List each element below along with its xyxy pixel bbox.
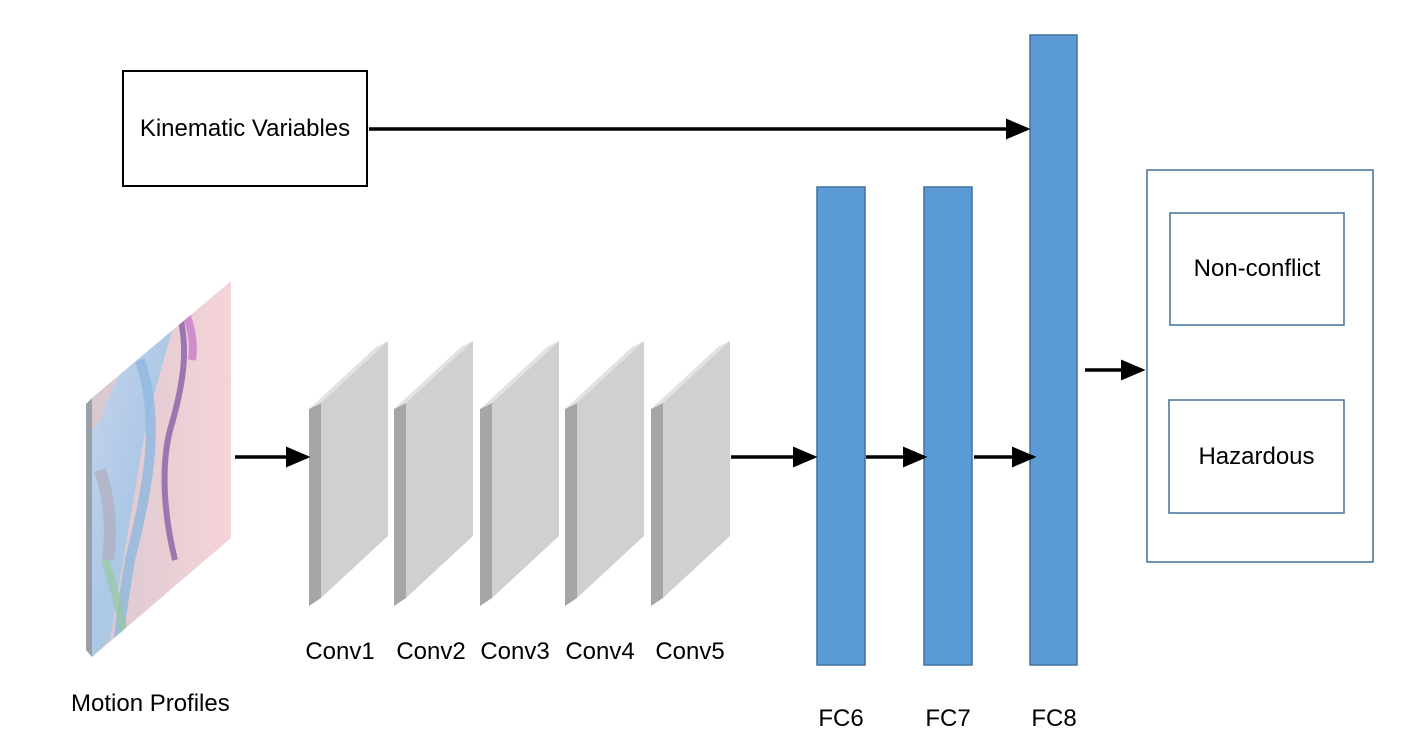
conv3-layer bbox=[480, 341, 559, 606]
non-conflict-label: Non-conflict bbox=[1193, 255, 1321, 282]
conv3-label: Conv3 bbox=[480, 638, 550, 665]
non-conflict-box bbox=[1169, 212, 1345, 326]
kinematic-variables-box bbox=[122, 70, 368, 187]
kinematic-variables-label: Kinematic Variables bbox=[139, 115, 351, 142]
hazardous-box bbox=[1168, 399, 1345, 514]
conv4-label: Conv4 bbox=[565, 638, 635, 665]
fc6-layer bbox=[816, 186, 866, 666]
fc8-label: FC8 bbox=[1031, 705, 1077, 732]
conv4-layer bbox=[565, 341, 644, 606]
fc7-label: FC7 bbox=[925, 705, 971, 732]
conv1-layer bbox=[309, 341, 388, 606]
hazardous-label: Hazardous bbox=[1198, 443, 1315, 470]
conv1-label: Conv1 bbox=[305, 638, 375, 665]
conv5-layer bbox=[651, 341, 730, 606]
conv2-label: Conv2 bbox=[396, 638, 466, 665]
fc7-layer bbox=[923, 186, 973, 666]
conv5-label: Conv5 bbox=[655, 638, 725, 665]
motion-profiles-label: Motion Profiles bbox=[71, 690, 230, 717]
conv-layers bbox=[309, 341, 730, 606]
fc8-layer bbox=[1029, 34, 1078, 666]
conv2-layer bbox=[394, 341, 473, 606]
fc6-label: FC6 bbox=[818, 705, 864, 732]
motion-profile-image bbox=[86, 281, 231, 657]
